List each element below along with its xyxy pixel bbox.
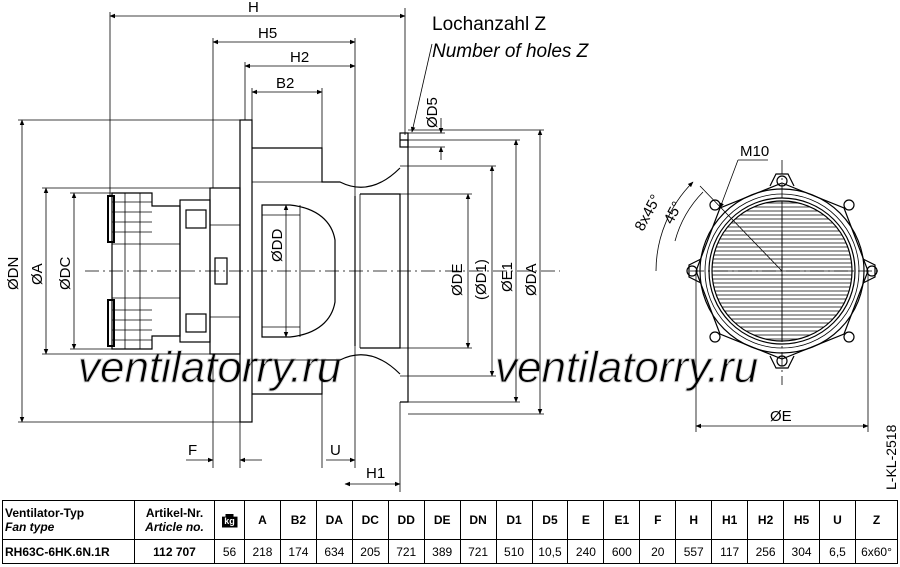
header-E: E — [567, 500, 605, 540]
cell-H1: 117 — [711, 539, 749, 564]
dim-DA-label: ØDA — [523, 263, 540, 296]
cell-B2: 174 — [279, 539, 317, 564]
header-A: A — [244, 500, 281, 540]
cell-U: 6,5 — [819, 539, 856, 564]
cell-H2: 256 — [747, 539, 785, 564]
header-weight: kg — [214, 500, 245, 540]
dim-F-label: F — [188, 442, 197, 459]
dim-DN-label: ØDN — [5, 257, 22, 290]
cell-DE: 389 — [423, 539, 461, 564]
cell-DD: 721 — [387, 539, 425, 564]
dim-H2-label: H2 — [290, 49, 309, 66]
table-row: RH63C-6HK.6N.1R 112 707 56 218 174 634 2… — [2, 539, 898, 564]
header-D1: D1 — [495, 500, 533, 540]
header-DN: DN — [459, 500, 497, 540]
header-B2: B2 — [279, 500, 317, 540]
header-DC: DC — [351, 500, 389, 540]
cell-Z: 6x60° — [855, 539, 898, 564]
dim-E1-label: ØE1 — [499, 262, 516, 292]
cell-H5: 304 — [783, 539, 820, 564]
header-U: U — [819, 500, 856, 540]
dim-D1-label: (ØD1) — [473, 259, 490, 300]
dim-DD-label: ØDD — [269, 229, 286, 263]
cell-fan-type: RH63C-6HK.6N.1R — [2, 539, 135, 564]
cell-DA: 634 — [315, 539, 353, 564]
header-H2: H2 — [747, 500, 785, 540]
dim-angle-45-label: 45° — [661, 199, 687, 227]
header-E1: E1 — [603, 500, 641, 540]
dim-A-label: ØA — [29, 263, 46, 285]
header-D5: D5 — [531, 500, 569, 540]
header-article-no: Artikel-Nr.Article no. — [134, 500, 215, 540]
cell-DN: 721 — [459, 539, 497, 564]
dim-angle-8x45-label: 8x45° — [632, 192, 665, 234]
header-H1: H1 — [711, 500, 749, 540]
cell-E: 240 — [567, 539, 605, 564]
cell-F: 20 — [639, 539, 677, 564]
cell-D5: 10,5 — [531, 539, 569, 564]
header-DD: DD — [387, 500, 425, 540]
header-DE: DE — [423, 500, 461, 540]
cell-E1: 600 — [603, 539, 641, 564]
cell-article-no: 112 707 — [134, 539, 215, 564]
dim-DE-label: ØDE — [449, 263, 466, 296]
drawing-code: L-KL-2518 — [883, 424, 899, 490]
cell-DC: 205 — [351, 539, 389, 564]
holes-count-label-de: Lochanzahl Z — [432, 14, 546, 35]
header-H5: H5 — [783, 500, 820, 540]
cell-weight: 56 — [214, 539, 245, 564]
dim-DC-label: ØDC — [57, 257, 74, 291]
cell-D1: 510 — [495, 539, 533, 564]
dim-H5-label: H5 — [258, 25, 277, 42]
watermark-right: ventilatorry.ru — [495, 343, 758, 392]
dim-D5-label: ØD5 — [424, 97, 441, 128]
dim-U-label: U — [330, 442, 341, 459]
cell-H: 557 — [675, 539, 713, 564]
header-DA: DA — [315, 500, 353, 540]
dim-E-label: ØE — [770, 408, 792, 425]
dim-H-label: H — [248, 0, 259, 16]
fan-side-view: H H5 H2 B2 ØD5 ØDN ØA ØDC ØD — [5, 0, 560, 492]
dim-M10-label: M10 — [740, 143, 769, 160]
holes-count-label-en: Number of holes Z — [432, 41, 590, 62]
dim-H1-label: H1 — [366, 465, 385, 482]
weight-kg-icon: kg — [221, 513, 238, 528]
header-Z: Z — [855, 500, 898, 540]
technical-drawing: ventilatorry.ru ventilatorry.ru — [5, 0, 899, 492]
header-H: H — [675, 500, 713, 540]
header-F: F — [639, 500, 677, 540]
cell-A: 218 — [244, 539, 281, 564]
dim-B2-label: B2 — [276, 75, 294, 92]
